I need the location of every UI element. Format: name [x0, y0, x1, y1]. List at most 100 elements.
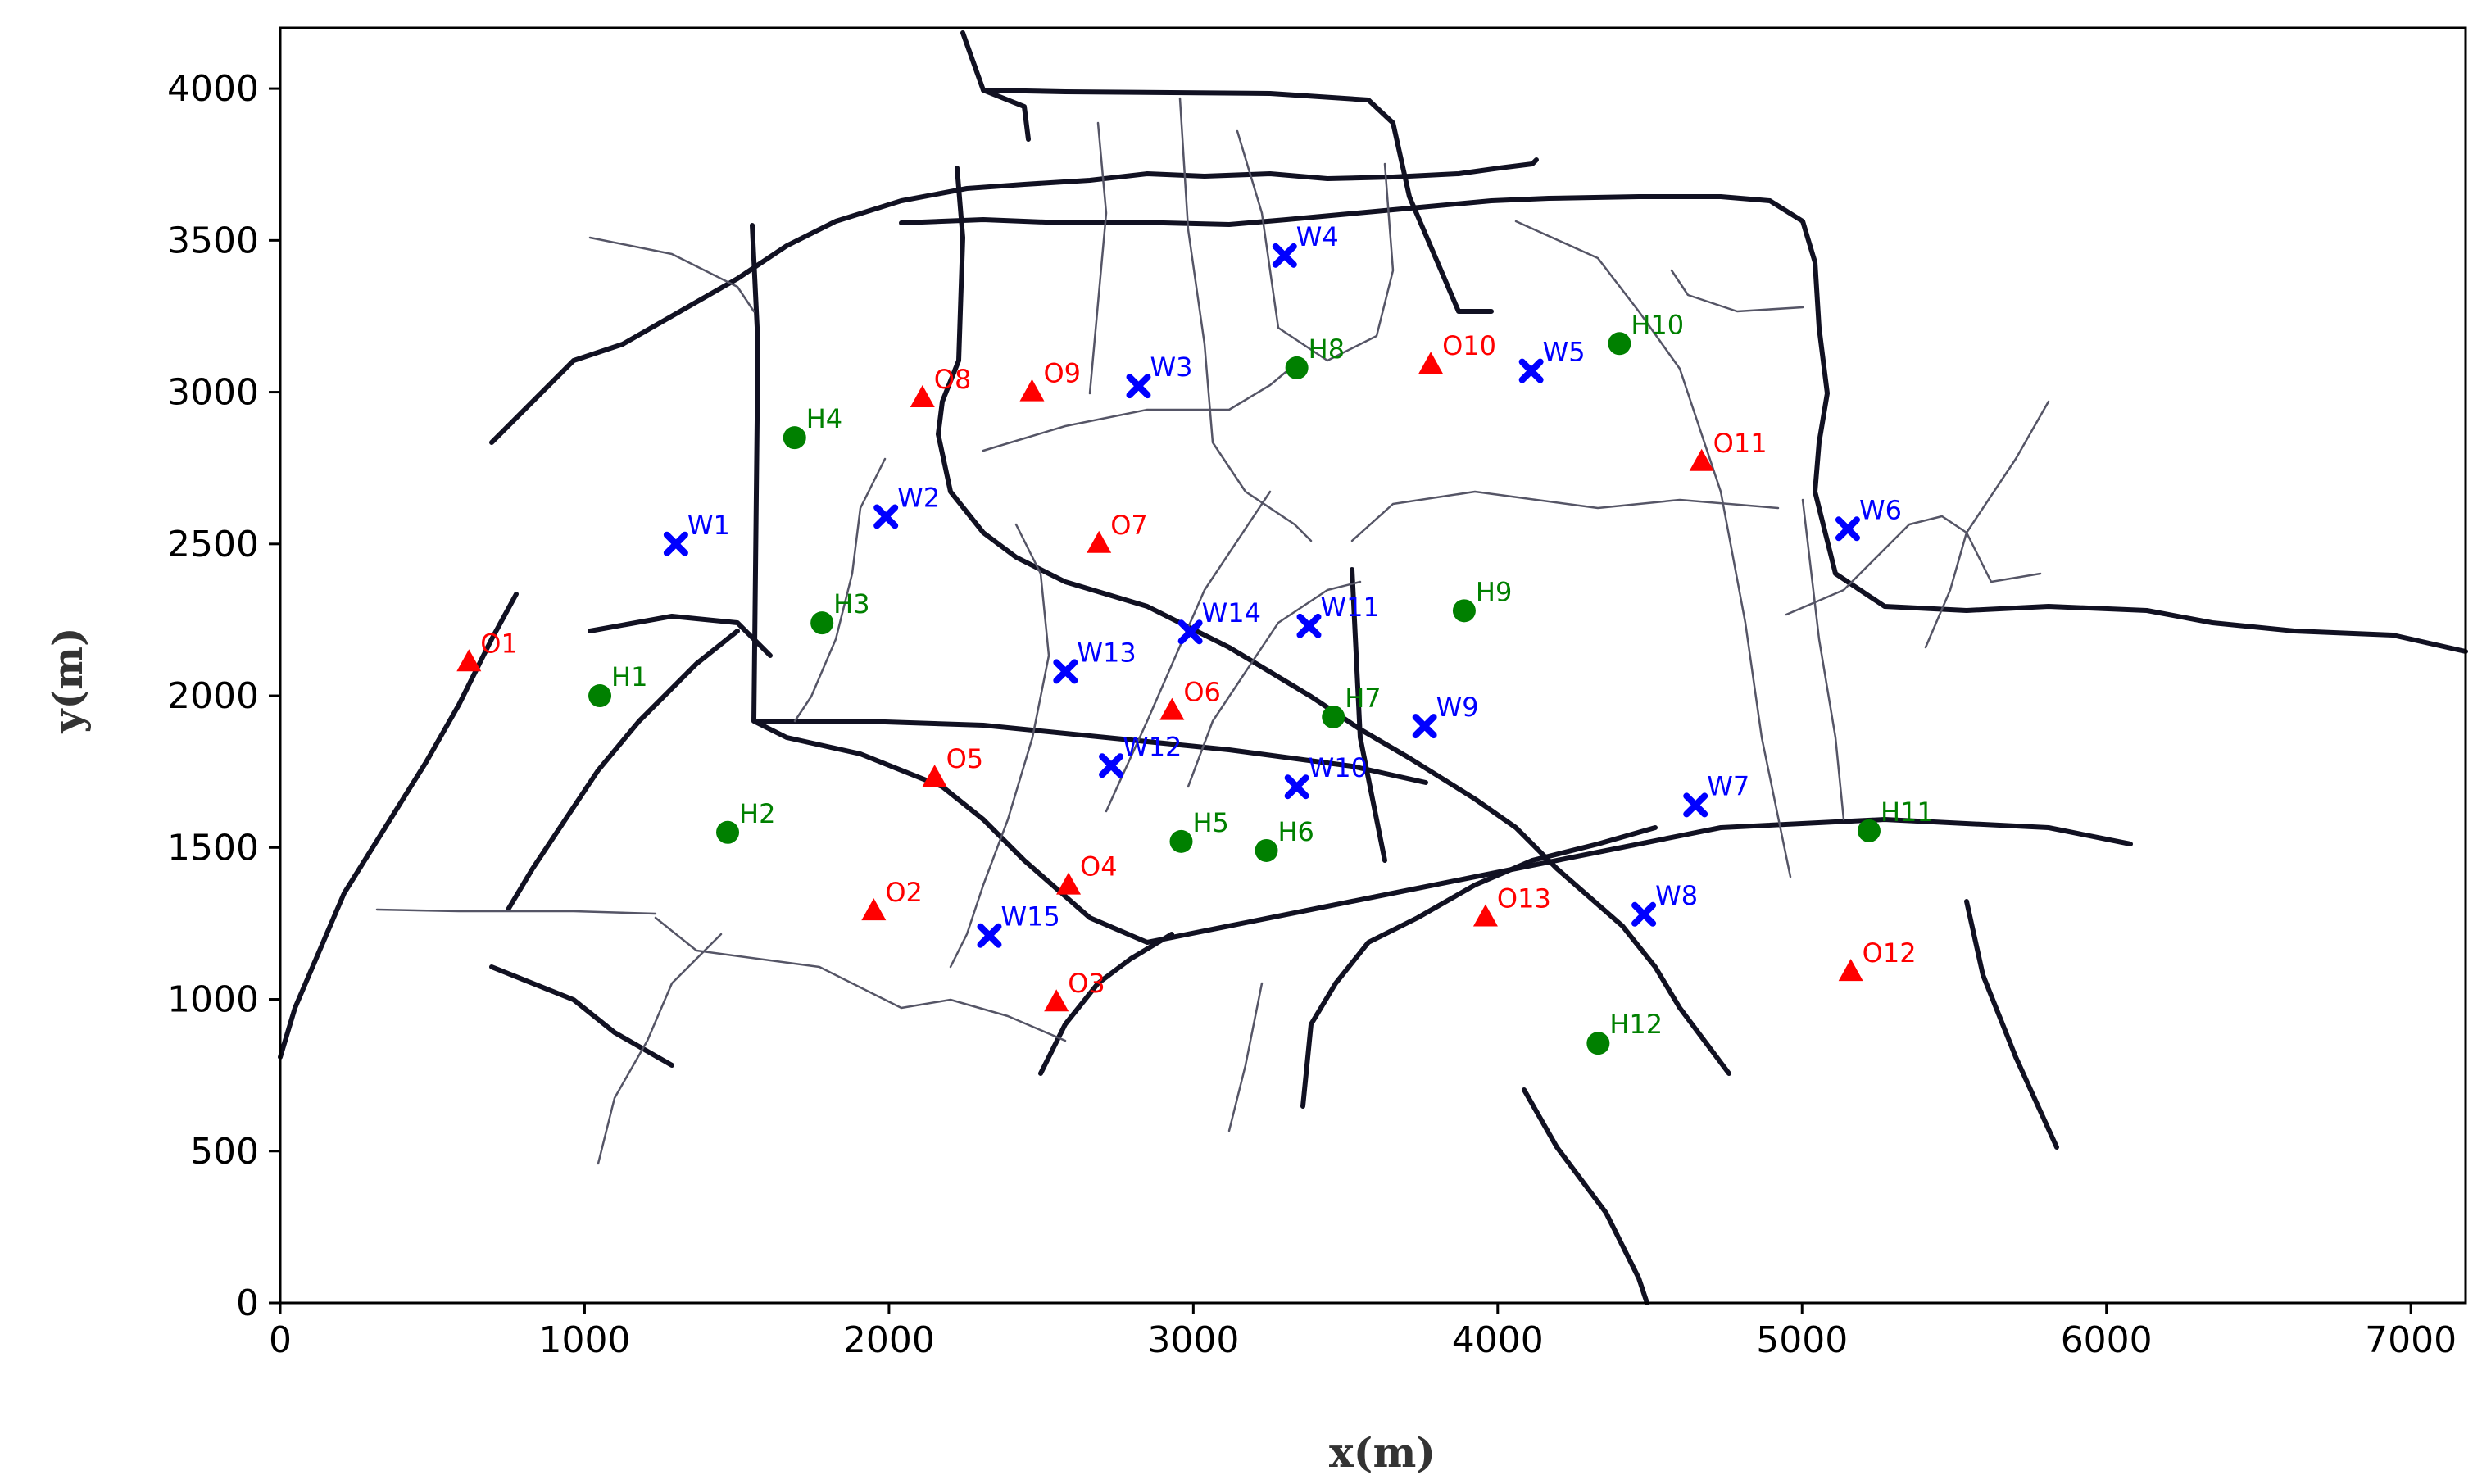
minor-road: [1187, 580, 1362, 788]
point-marker-o7: [1087, 530, 1112, 553]
major-road: [981, 88, 1494, 314]
point-label-h12: H12: [1609, 1009, 1663, 1040]
x-tick-label: 0: [269, 1319, 292, 1361]
point-label-w8: W8: [1655, 880, 1698, 911]
y-tick-label: 2500: [167, 524, 259, 565]
point-marker-o13: [1472, 904, 1498, 927]
point-label-h5: H5: [1192, 807, 1228, 838]
point-marker-w4: [1272, 243, 1297, 268]
point-marker-o6: [1159, 697, 1185, 720]
y-tick-label: 500: [190, 1131, 259, 1173]
major-road: [506, 629, 740, 912]
point-label-w2: W2: [897, 482, 940, 513]
point-marker-h8: [1285, 356, 1309, 379]
point-marker-w1: [663, 531, 688, 556]
major-road: [899, 217, 1289, 227]
point-marker-o8: [910, 384, 935, 407]
x-tick-label: 5000: [1756, 1319, 1848, 1361]
point-marker-h7: [1322, 705, 1345, 728]
point-label-w5: W5: [1543, 337, 1586, 368]
minor-road: [588, 236, 755, 313]
point-marker-h11: [1857, 819, 1881, 842]
point-label-w13: W13: [1077, 637, 1136, 668]
minor-road: [1236, 129, 1395, 362]
major-road: [588, 614, 773, 658]
point-marker-w5: [1518, 358, 1544, 383]
point-marker-o4: [1056, 872, 1082, 895]
point-marker-w12: [1099, 753, 1124, 778]
minor-road: [793, 457, 887, 723]
y-tick-label: 1500: [167, 827, 259, 869]
y-tick-label: 4000: [167, 68, 259, 110]
point-label-o9: O9: [1043, 358, 1081, 389]
point-label-o3: O3: [1068, 968, 1105, 999]
point-label-o1: O1: [480, 628, 518, 659]
point-marker-o10: [1418, 352, 1444, 374]
y-axis-label: y(m): [43, 627, 92, 733]
minor-road: [1088, 121, 1108, 395]
minor-road: [1227, 982, 1264, 1132]
point-label-w15: W15: [1000, 901, 1059, 933]
x-tick-label: 6000: [2061, 1319, 2153, 1361]
point-marker-o5: [922, 765, 947, 787]
minor-road: [1178, 97, 1313, 542]
minor-road: [1350, 490, 1780, 542]
minor-road: [1670, 269, 1804, 313]
major-road: [960, 30, 1031, 142]
point-label-h6: H6: [1277, 816, 1314, 847]
point-label-w4: W4: [1296, 221, 1339, 252]
point-label-w6: W6: [1859, 494, 1902, 525]
minor-road: [949, 523, 1050, 969]
minor-road: [375, 908, 657, 915]
point-marker-o9: [1019, 379, 1045, 402]
x-axis-label: x(m): [1329, 1428, 1436, 1477]
y-tick-label: 3000: [167, 372, 259, 414]
point-label-h9: H9: [1476, 576, 1512, 607]
major-road: [1964, 899, 2059, 1150]
point-marker-w3: [1126, 374, 1151, 399]
point-label-h8: H8: [1309, 334, 1345, 365]
point-label-w12: W12: [1123, 731, 1182, 762]
point-marker-w13: [1053, 659, 1078, 684]
point-marker-o11: [1689, 448, 1714, 471]
major-road: [489, 964, 674, 1068]
point-marker-o3: [1044, 989, 1069, 1012]
x-tick-label: 2000: [843, 1319, 935, 1361]
major-road: [1284, 194, 2468, 654]
point-label-o11: O11: [1713, 428, 1767, 459]
point-label-o4: O4: [1080, 851, 1118, 883]
point-marker-w15: [977, 923, 1002, 948]
minor-road: [1105, 490, 1272, 813]
y-tick-label: 3500: [167, 220, 259, 261]
point-label-h4: H4: [806, 403, 842, 434]
major-road: [1350, 567, 1387, 863]
point-marker-h5: [1169, 829, 1193, 853]
point-label-h2: H2: [739, 798, 775, 829]
minor-road: [982, 363, 1296, 452]
point-marker-o12: [1838, 959, 1863, 982]
major-road: [1300, 825, 1658, 1109]
point-marker-h9: [1452, 599, 1476, 623]
point-label-w10: W10: [1309, 752, 1368, 783]
point-marker-w11: [1296, 613, 1322, 638]
point-label-o12: O12: [1863, 937, 1917, 969]
minor-road: [654, 916, 1067, 1042]
major-road: [278, 592, 519, 1060]
point-marker-h3: [810, 611, 834, 635]
plot-frame: [279, 26, 2467, 1305]
y-tick-label: 1000: [167, 979, 259, 1021]
point-marker-h1: [588, 684, 612, 708]
point-marker-w14: [1177, 619, 1203, 645]
point-label-o10: O10: [1442, 330, 1496, 361]
point-label-w1: W1: [687, 510, 730, 541]
point-marker-o1: [456, 649, 482, 672]
minor-road: [1514, 220, 1792, 878]
point-label-w7: W7: [1707, 770, 1749, 801]
point-label-o5: O5: [946, 743, 984, 774]
major-road: [750, 223, 2133, 945]
point-marker-h6: [1255, 838, 1278, 862]
point-marker-h2: [716, 820, 740, 844]
point-label-h3: H3: [833, 588, 869, 619]
